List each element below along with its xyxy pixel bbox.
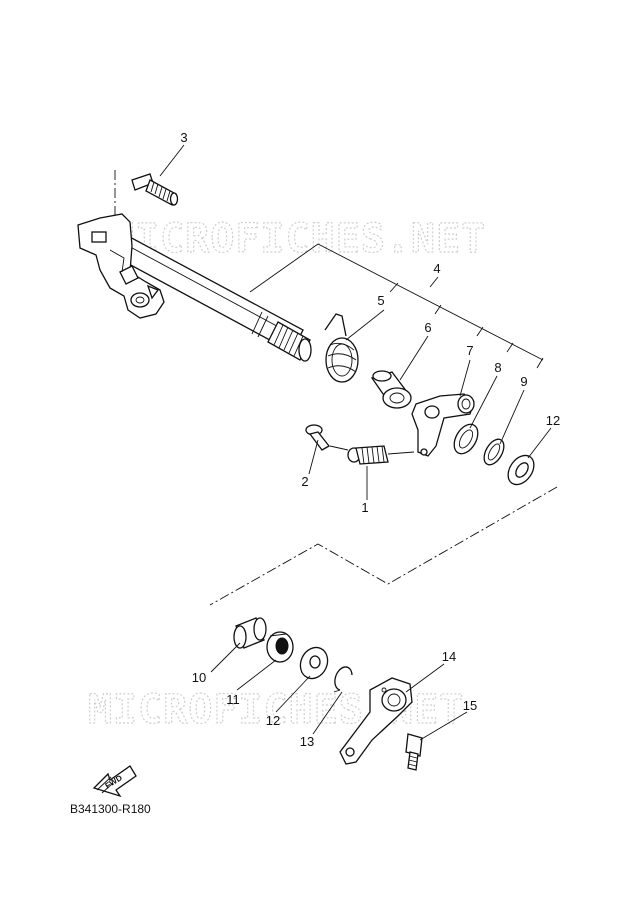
- bolt-part-15: [405, 733, 423, 771]
- callout-14: 14: [442, 649, 456, 664]
- washer-part-12-lower: [299, 646, 329, 680]
- leader-9: [499, 389, 525, 445]
- leader-11: [236, 659, 277, 691]
- diagram-code: B341300-R180: [70, 802, 151, 816]
- washer-part-12-upper: [507, 454, 535, 486]
- callout-12-upper: 12: [546, 413, 560, 428]
- leader-7: [459, 359, 471, 397]
- callout-9: 9: [520, 374, 527, 389]
- leader-3: [159, 144, 185, 177]
- bracket-4-ticks: [389, 282, 544, 369]
- callout-15: 15: [463, 698, 477, 713]
- callout-4: 4: [433, 261, 440, 276]
- callout-7: 7: [466, 343, 473, 358]
- needle-bearing-part-10: [233, 617, 267, 649]
- circlip-part-9: [483, 438, 505, 466]
- callout-2: 2: [301, 474, 308, 489]
- stud-bolt-part-3: [131, 173, 179, 206]
- leader-14: [405, 663, 445, 693]
- callout-3: 3: [180, 130, 187, 145]
- alignment-line-lower: [209, 486, 558, 606]
- torsion-spring-part-5: [324, 313, 359, 383]
- pin-bolt-part-2: [305, 424, 330, 451]
- fwd-arrow-icon: FWD: [92, 765, 137, 798]
- leader-12-upper: [527, 427, 552, 459]
- callout-11: 11: [226, 692, 240, 707]
- callout-8: 8: [494, 360, 501, 375]
- leader-8: [469, 375, 498, 429]
- callout-13: 13: [300, 734, 314, 749]
- callout-1: 1: [361, 500, 368, 515]
- leader-15: [419, 711, 468, 741]
- spring-part-1: [329, 445, 415, 465]
- leader-5: [345, 309, 385, 341]
- collar-part-6: [370, 370, 412, 409]
- leader-12-lower: [275, 675, 311, 713]
- washer-part-8: [453, 423, 479, 455]
- leader-13: [312, 691, 343, 735]
- callout-12-lower: 12: [266, 713, 280, 728]
- callout-6: 6: [424, 320, 431, 335]
- shift-arm: [77, 213, 165, 319]
- leader-10: [210, 642, 241, 673]
- stopper-lever-part-7: [411, 393, 475, 457]
- oil-seal-part-11: [266, 631, 294, 663]
- watermark-top: MICROFICHES.NET: [110, 216, 486, 262]
- leader-6: [399, 335, 429, 381]
- callout-10: 10: [192, 670, 206, 685]
- leader-2: [308, 439, 319, 475]
- bracket-4-top: [249, 243, 544, 361]
- circlip-part-13: [333, 666, 353, 693]
- shift-lever-part-14: [339, 677, 413, 765]
- callout-5: 5: [377, 293, 384, 308]
- leader-4: [429, 276, 439, 288]
